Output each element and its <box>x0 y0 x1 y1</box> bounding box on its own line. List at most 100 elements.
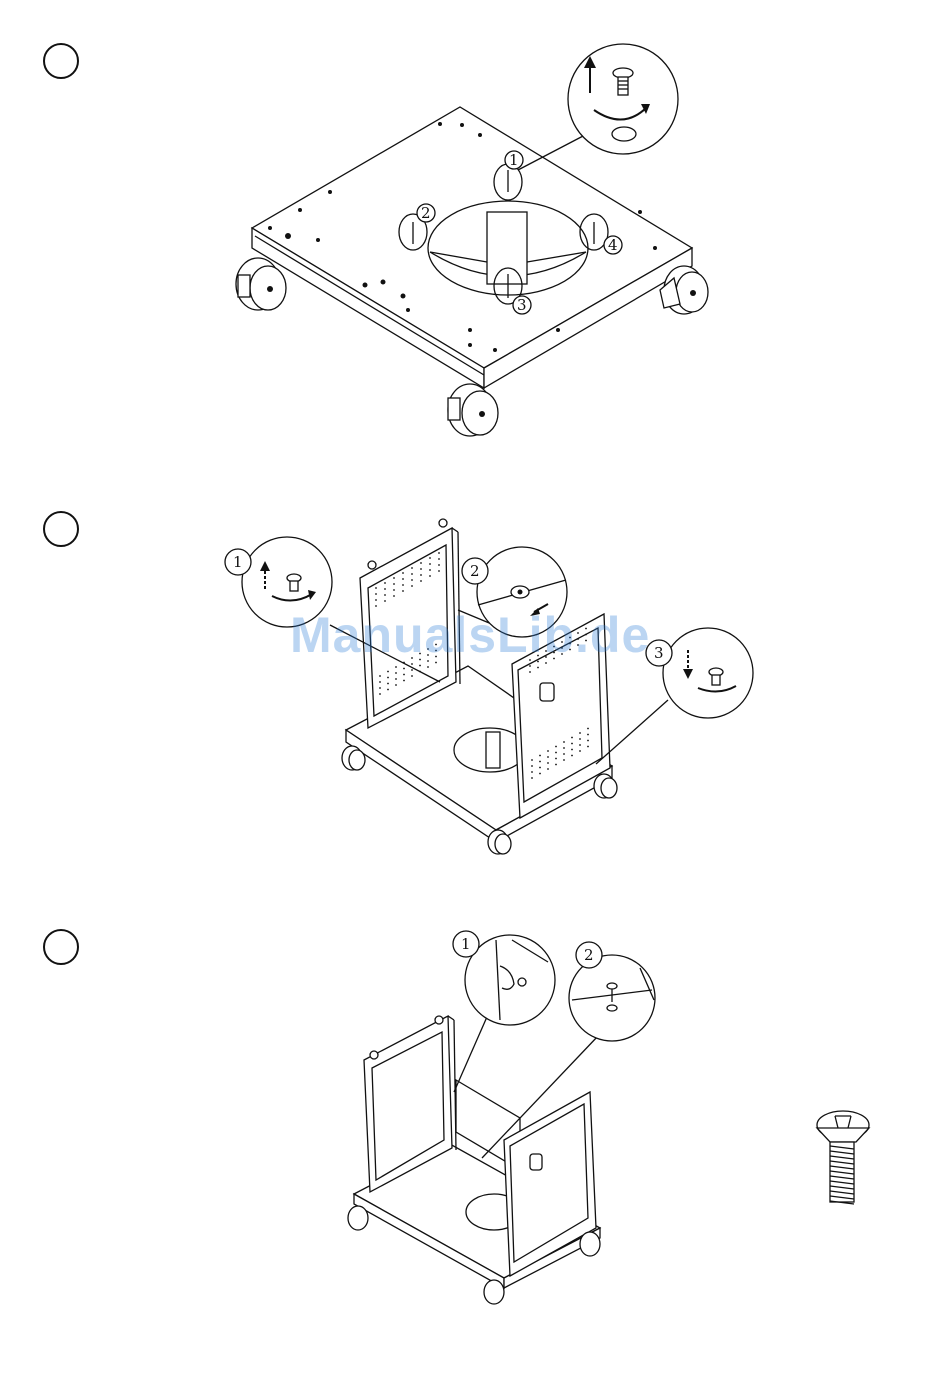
step-1-callout-4: 4 <box>608 236 618 254</box>
perforation-dot <box>375 587 377 589</box>
perforation-dot <box>387 671 389 673</box>
step-2-frame-with-panels: 1 2 3 <box>225 519 753 854</box>
perforation-dot <box>539 755 541 757</box>
perforation-dot <box>555 764 557 766</box>
perforation-dot <box>537 667 539 669</box>
perforation-dot <box>379 675 381 677</box>
perforation-dot <box>384 594 386 596</box>
perforation-dot <box>429 575 431 577</box>
perforation-dot <box>429 557 431 559</box>
perforation-dot <box>547 768 549 770</box>
perforation-dot <box>547 750 549 752</box>
perforation-dot <box>429 569 431 571</box>
step-1-base-frame: 1 2 4 3 <box>236 44 708 436</box>
step-1-caster-front <box>448 384 498 436</box>
perforation-dot <box>579 750 581 752</box>
perforation-dot <box>379 693 381 695</box>
perforation-dot <box>375 593 377 595</box>
perforation-dot <box>563 753 565 755</box>
perforation-dot <box>531 759 533 761</box>
perforation-dot <box>587 740 589 742</box>
perforation-dot <box>384 600 386 602</box>
perforation-dot <box>427 666 429 668</box>
step-3-callout-1: 1 <box>461 935 471 953</box>
step-3-caster-right <box>580 1232 600 1256</box>
perforation-dot <box>384 582 386 584</box>
step-3-detail-1: 1 <box>453 931 555 1025</box>
step-2-callout-3: 3 <box>654 644 664 662</box>
screw-hardware-illustration <box>817 1111 869 1204</box>
perforation-dot <box>393 583 395 585</box>
perforation-dot <box>420 574 422 576</box>
perforation-dot <box>539 767 541 769</box>
perforation-dot <box>571 749 573 751</box>
perforation-dot <box>531 777 533 779</box>
perforation-dot <box>395 678 397 680</box>
perforation-dot <box>531 765 533 767</box>
perforation-dot <box>379 681 381 683</box>
perforation-dot <box>420 580 422 582</box>
perforation-dot <box>393 589 395 591</box>
perforation-dot <box>384 588 386 590</box>
step-2-callout-2: 2 <box>470 562 480 580</box>
perforation-dot <box>411 567 413 569</box>
perforation-dot <box>387 677 389 679</box>
perforation-dot <box>579 738 581 740</box>
perforation-dot <box>402 584 404 586</box>
perforation-dot <box>411 579 413 581</box>
step-2-caster-right <box>594 774 617 798</box>
perforation-dot <box>411 585 413 587</box>
perforation-dot <box>563 741 565 743</box>
perforation-dot <box>402 578 404 580</box>
perforation-dot <box>395 684 397 686</box>
step-1-callout-1: 1 <box>509 151 519 169</box>
perforation-dot <box>555 746 557 748</box>
step-3-detail-2: 2 <box>569 942 655 1041</box>
perforation-dot <box>579 732 581 734</box>
perforation-dot <box>387 689 389 691</box>
perforation-dot <box>420 568 422 570</box>
perforation-dot <box>393 595 395 597</box>
perforation-dot <box>529 671 531 673</box>
perforation-dot <box>579 744 581 746</box>
perforation-dot <box>539 761 541 763</box>
step-1-callout-3: 3 <box>517 296 527 314</box>
perforation-dot <box>571 737 573 739</box>
perforation-dot <box>587 728 589 730</box>
perforation-dot <box>539 773 541 775</box>
perforation-dot <box>411 669 413 671</box>
perforation-dot <box>419 665 421 667</box>
perforation-dot <box>379 687 381 689</box>
perforation-dot <box>555 758 557 760</box>
perforation-dot <box>411 675 413 677</box>
perforation-dot <box>387 683 389 685</box>
perforation-dot <box>547 762 549 764</box>
perforation-dot <box>411 573 413 575</box>
perforation-dot <box>420 562 422 564</box>
perforation-dot <box>529 665 531 667</box>
perforation-dot <box>402 572 404 574</box>
perforation-dot <box>563 747 565 749</box>
perforation-dot <box>395 666 397 668</box>
perforation-dot <box>403 680 405 682</box>
perforation-dot <box>587 734 589 736</box>
perforation-dot <box>563 759 565 761</box>
perforation-dot <box>403 674 405 676</box>
perforation-dot <box>571 755 573 757</box>
step-3-callout-2: 2 <box>584 946 594 964</box>
step-2-callout-1: 1 <box>233 553 243 571</box>
perforation-dot <box>438 564 440 566</box>
perforation-dot <box>587 746 589 748</box>
step-1-detail-magnifier <box>568 44 678 154</box>
perforation-dot <box>393 577 395 579</box>
perforation-dot <box>555 752 557 754</box>
watermark: ManualsLib.de <box>290 606 650 664</box>
perforation-dot <box>547 756 549 758</box>
step-3-caster-left <box>348 1206 368 1230</box>
step-1-callout-2: 2 <box>421 204 431 222</box>
perforation-dot <box>403 668 405 670</box>
perforation-dot <box>571 743 573 745</box>
step-3-frame-with-back-panel: 1 2 <box>348 931 655 1304</box>
perforation-dot <box>531 771 533 773</box>
